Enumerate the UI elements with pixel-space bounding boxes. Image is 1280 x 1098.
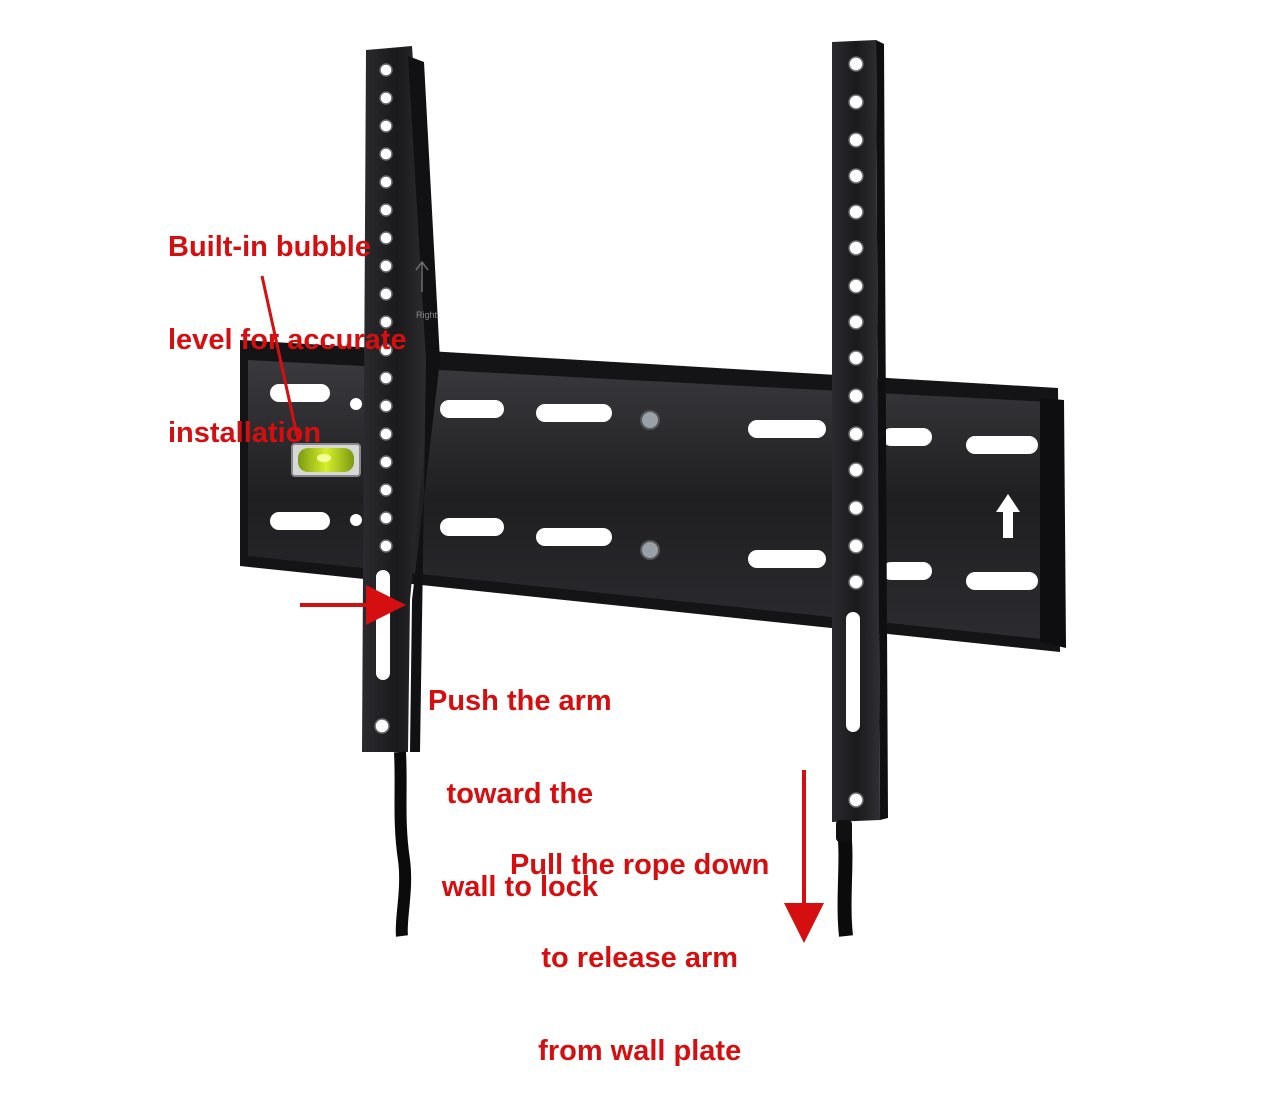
- callout-line: Push the arm: [428, 685, 612, 717]
- level-pointer-line: [260, 275, 300, 441]
- wall-mount-illustration: Right: [240, 40, 1066, 943]
- callout-line: installation: [168, 417, 322, 449]
- callout-pull-rope: Pull the rope down to release arm from w…: [510, 788, 769, 1098]
- callout-line: toward the: [446, 778, 594, 810]
- callout-bubble-level: Built-in bubble level for accurate insta…: [168, 170, 407, 480]
- callout-line: Pull the rope down: [510, 849, 770, 881]
- callout-line: from wall plate: [538, 1035, 742, 1067]
- release-ropes: [394, 751, 853, 937]
- annotation-arrows: [260, 275, 824, 943]
- callout-line: to release arm: [541, 942, 739, 974]
- right-mounting-arm: [832, 40, 888, 822]
- arm-direction-label: Right: [416, 310, 438, 320]
- callout-line: wall to lock: [441, 871, 599, 903]
- callout-line: Built-in bubble: [168, 231, 371, 263]
- bubble-level: [291, 443, 361, 477]
- callout-push-arm: Push the arm toward the wall to lock: [428, 624, 612, 934]
- callout-line: level for accurate: [168, 324, 407, 356]
